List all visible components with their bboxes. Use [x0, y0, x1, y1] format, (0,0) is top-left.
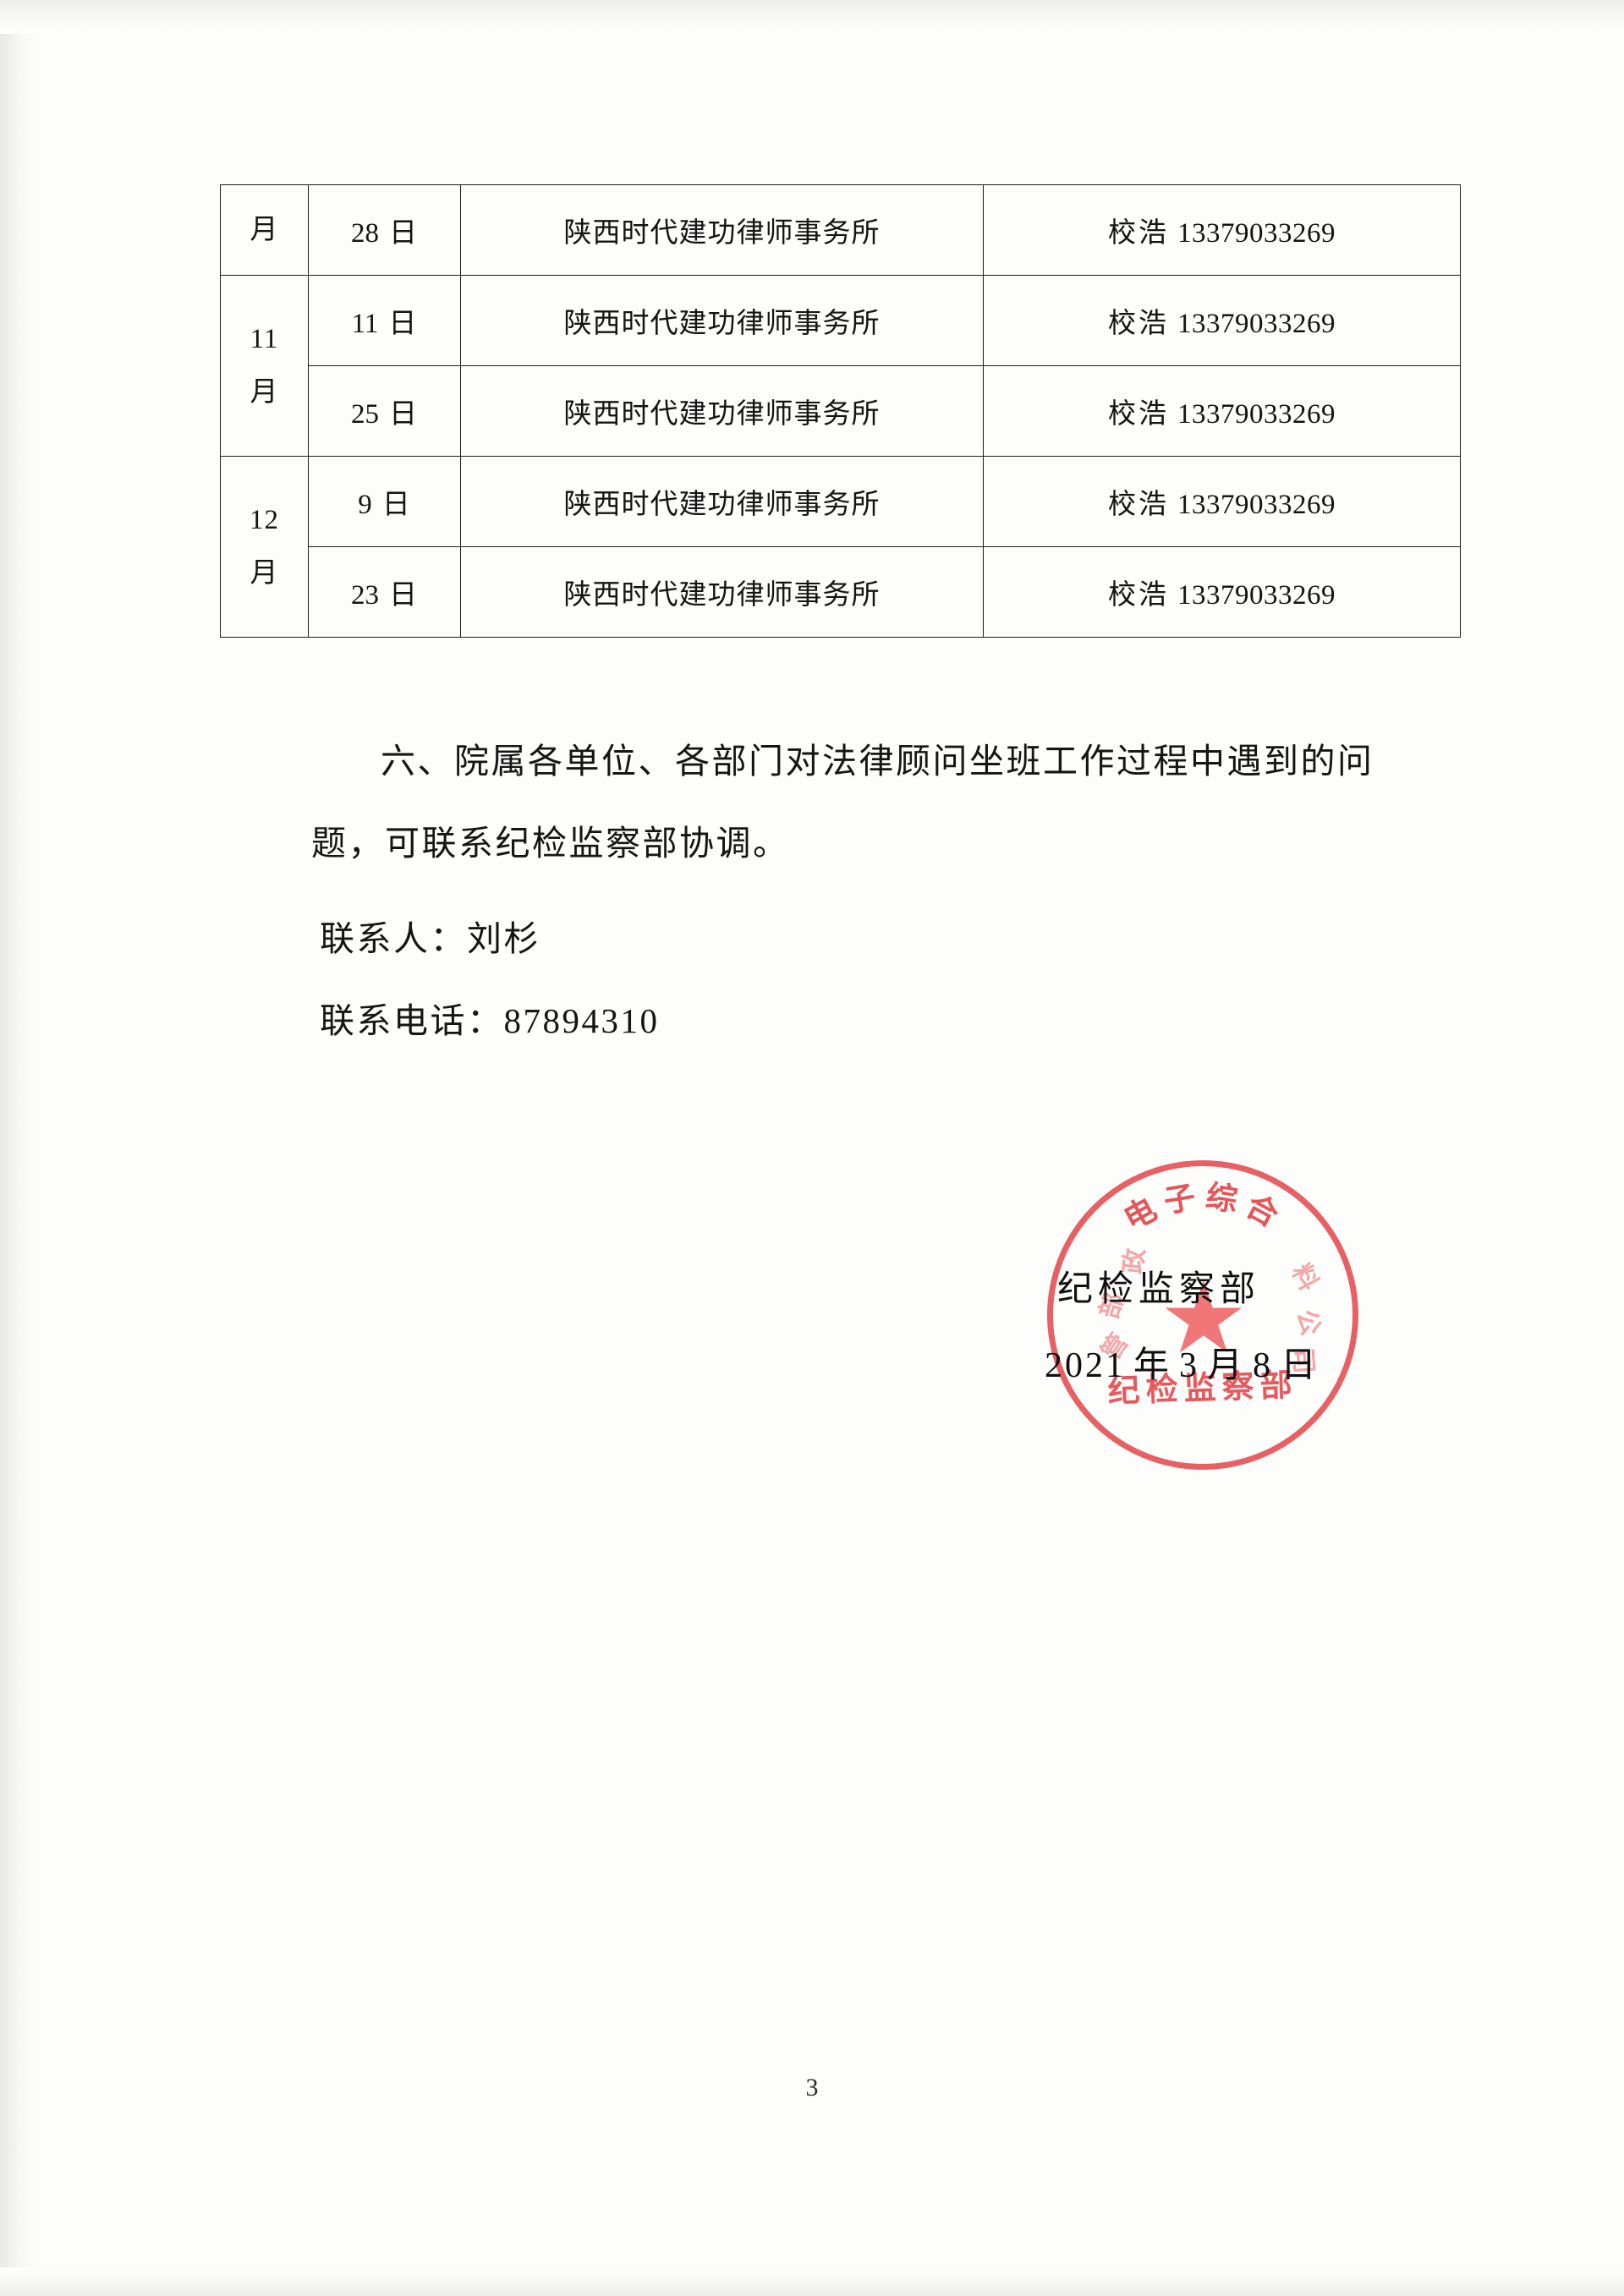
- month-number: 11: [250, 323, 279, 354]
- contact-person-line: 联系人：刘杉: [320, 919, 540, 958]
- day-suffix: 日: [381, 490, 411, 520]
- scan-edge-shading-bottom: [0, 2267, 1624, 2296]
- contact-info-block: 联系人：刘杉 联系电话：87894310: [311, 898, 1073, 1062]
- seal-arc-text-svg: 电子综合: [1118, 1179, 1291, 1238]
- date-month-label: 月: [1207, 1346, 1246, 1385]
- table-row: 月 28 日 陕西时代建功律师事务所 校浩 13379033269: [220, 184, 1461, 276]
- contact-phone: 13379033269: [1177, 309, 1336, 339]
- table-cell-month: 11 月: [220, 275, 309, 457]
- contact-name: 校浩: [1108, 580, 1169, 611]
- official-seal: 电子综合 部 管 料 公 司 政 ★ 纪检监察部: [1043, 1156, 1369, 1480]
- table-cell-contact: 校浩 13379033269: [983, 275, 1461, 366]
- table-cell-contact: 校浩 13379033269: [983, 184, 1461, 276]
- day-number: 25: [351, 399, 379, 430]
- scan-edge-shading-top: [0, 0, 1624, 34]
- contact-name: 校浩: [1108, 218, 1169, 249]
- contact-phone-line: 联系电话：87894310: [320, 1001, 660, 1040]
- month-number: 12: [250, 504, 279, 535]
- date-year: 2021: [1045, 1346, 1126, 1385]
- table-cell-day: 25 日: [308, 365, 461, 457]
- page-number: 3: [805, 2074, 819, 2101]
- day-number: 28: [351, 218, 379, 249]
- day-suffix: 日: [388, 309, 418, 339]
- table-row: 11 月 11 日 陕西时代建功律师事务所 校浩 13379033269: [220, 275, 1461, 457]
- seal-arc-text-path: 电子综合: [1118, 1179, 1283, 1238]
- table-cell-day: 11 日: [308, 275, 461, 366]
- table-cell-month: 12 月: [220, 456, 309, 638]
- table-cell-contact: 校浩 13379033269: [983, 365, 1461, 457]
- table-cell-law-firm: 陕西时代建功律师事务所: [460, 184, 984, 276]
- day-number: 23: [351, 580, 379, 611]
- contact-phone: 13379033269: [1177, 490, 1336, 520]
- date-month: 3: [1179, 1346, 1200, 1385]
- day-number: 9: [358, 490, 372, 520]
- day-number: 11: [351, 309, 379, 339]
- contact-name: 校浩: [1108, 309, 1169, 339]
- table-cell-law-firm: 陕西时代建功律师事务所: [460, 546, 984, 638]
- paragraph-item-six: 六、院属各单位、各部门对法律顾问坐班工作过程中遇到的问题，可联系纪检监察部协调。: [311, 742, 1374, 863]
- table-cell-day: 23 日: [308, 546, 461, 638]
- date-day: 8: [1253, 1346, 1274, 1385]
- contact-phone: 13379033269: [1177, 580, 1336, 611]
- date-day-label: 日: [1281, 1346, 1320, 1385]
- contact-phone: 13379033269: [1177, 399, 1336, 430]
- month-label: 月: [250, 376, 279, 408]
- table-cell-contact: 校浩 13379033269: [983, 456, 1461, 547]
- seal-arc-text: 电子综合: [1118, 1179, 1291, 1238]
- day-suffix: 日: [389, 580, 418, 611]
- table-cell-day: 28 日: [308, 184, 461, 276]
- signature-department: 纪检监察部: [1057, 1270, 1261, 1309]
- scan-edge-shading-left: [0, 0, 37, 2296]
- month-label: 月: [250, 214, 279, 245]
- contact-name: 校浩: [1108, 399, 1169, 430]
- date-year-label: 年: [1133, 1346, 1172, 1385]
- table-cell-month: 月: [220, 184, 309, 276]
- table-cell-law-firm: 陕西时代建功律师事务所: [460, 365, 984, 457]
- month-label: 月: [250, 557, 279, 589]
- day-suffix: 日: [389, 218, 418, 249]
- contact-name: 校浩: [1108, 490, 1169, 520]
- table-cell-law-firm: 陕西时代建功律师事务所: [460, 275, 984, 366]
- day-suffix: 日: [389, 399, 418, 430]
- body-text-block: 六、院属各单位、各部门对法律顾问坐班工作过程中遇到的问题，可联系纪检监察部协调。: [311, 721, 1394, 885]
- seal-star-icon: ★: [1159, 1263, 1248, 1374]
- table-row: 23 日 陕西时代建功律师事务所 校浩 13379033269: [221, 546, 1461, 638]
- legal-counsel-schedule-table: 月 28 日 陕西时代建功律师事务所 校浩 13379033269 11 月 11 日: [220, 184, 1461, 638]
- contact-phone: 13379033269: [1177, 218, 1336, 249]
- table-row: 25 日 陕西时代建功律师事务所 校浩 13379033269: [221, 365, 1461, 457]
- table-cell-law-firm: 陕西时代建功律师事务所: [460, 456, 984, 547]
- table-cell-contact: 校浩 13379033269: [983, 546, 1461, 638]
